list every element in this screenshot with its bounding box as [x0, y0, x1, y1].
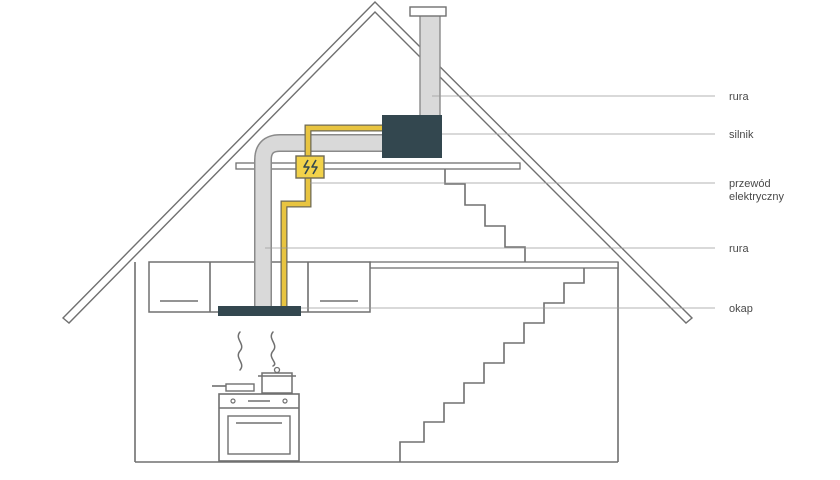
stove [212, 366, 300, 462]
lightning-icon [303, 159, 318, 175]
junction-box [295, 155, 325, 179]
upper-stairs [444, 169, 526, 262]
leader-lines [265, 95, 715, 309]
label-motor: silnik [729, 129, 754, 141]
label-pipe-bottom: rura [729, 243, 749, 255]
motor [382, 115, 442, 158]
roof [61, 1, 694, 324]
ceiling [369, 261, 619, 269]
label-hood: okap [729, 303, 753, 315]
house-walls [134, 262, 619, 463]
electrical-wire [280, 124, 390, 306]
exhaust-pipe-top [409, 6, 447, 118]
hood [218, 306, 301, 316]
label-wire-line1: przewód [729, 178, 771, 190]
label-wire-line2: elektryczny [729, 191, 785, 203]
steam [237, 331, 276, 371]
exhaust-pipe-bottom [254, 134, 392, 306]
label-pipe-top: rura [729, 91, 749, 103]
lower-stairs [399, 268, 585, 462]
attic-beam [235, 162, 521, 170]
